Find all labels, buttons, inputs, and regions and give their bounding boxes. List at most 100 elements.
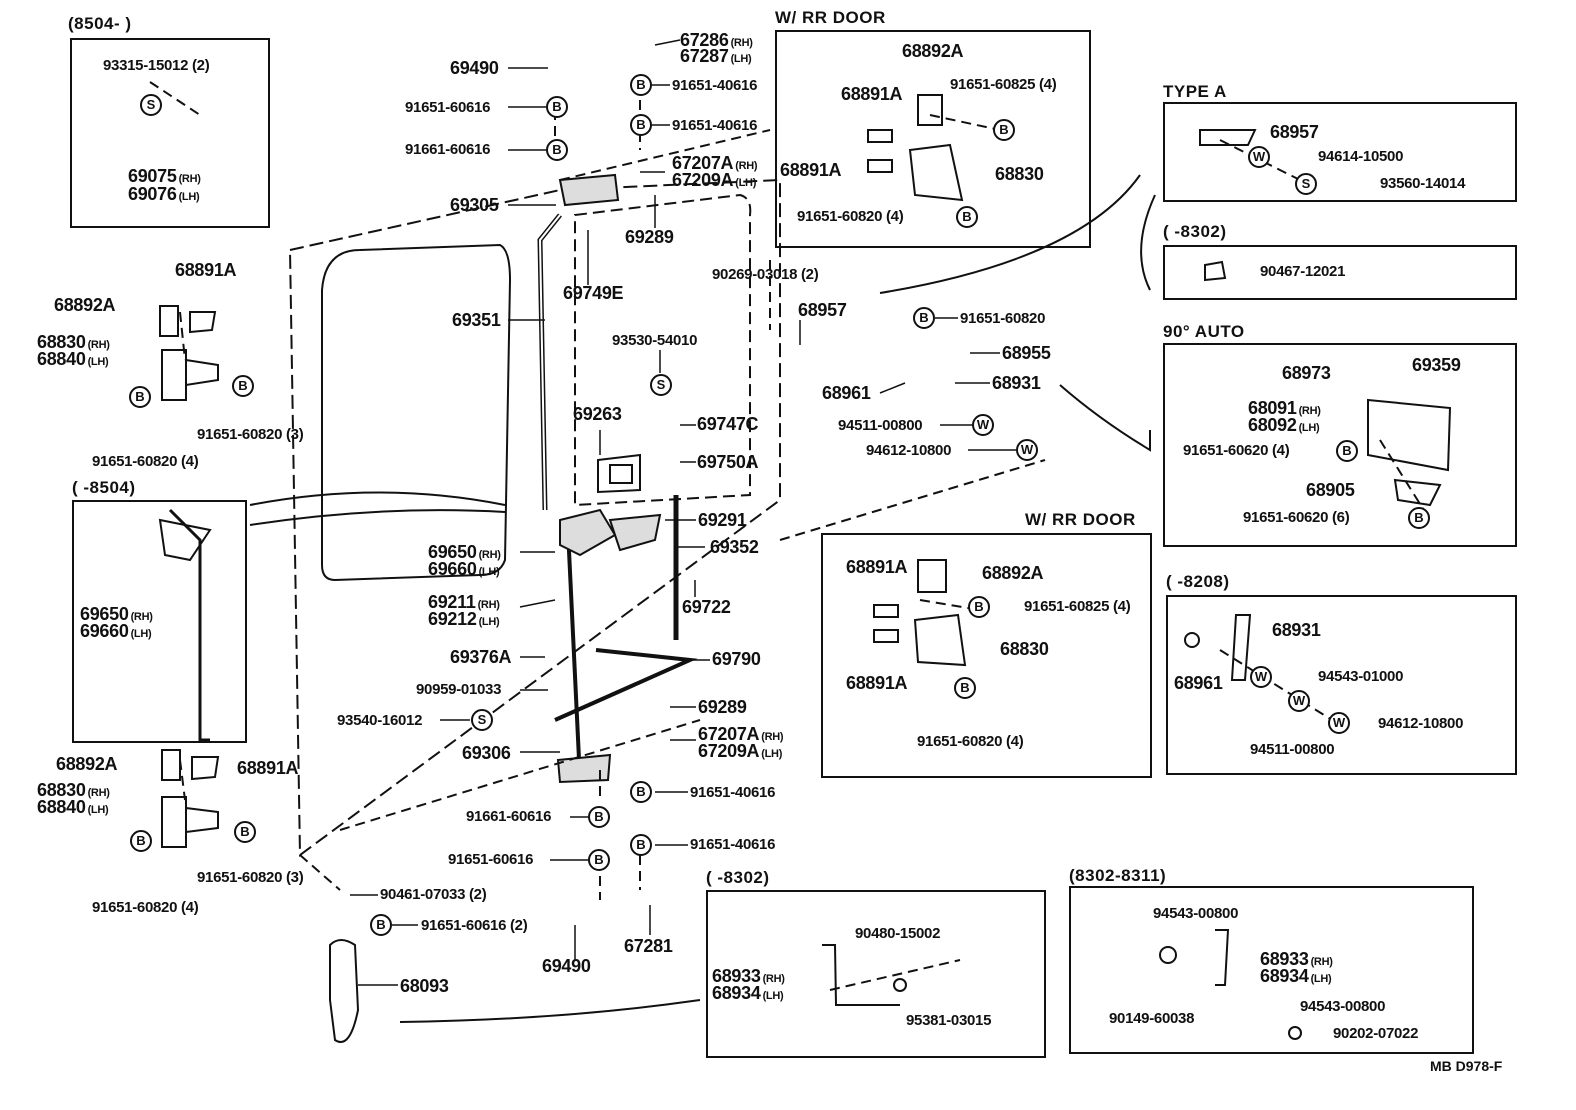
part-label: 91651-60620 (6) (1243, 509, 1350, 526)
part-label: 69749E (563, 283, 624, 303)
part-68091-box (1367, 398, 1452, 472)
symbol-s: S (1295, 173, 1317, 195)
symbol-b: B (546, 139, 568, 161)
symbol-w: W (972, 414, 994, 436)
suffix-rh: (RH) (87, 787, 110, 799)
part-label: 69790 (712, 649, 761, 669)
part-label: 69289 (625, 227, 674, 247)
part-68830-box2 (913, 613, 967, 667)
lock-upper (559, 508, 617, 557)
symbol-w: W (1248, 146, 1270, 168)
part-label: 68957 (1270, 122, 1319, 142)
hinge-leaf-68891a-bot (191, 756, 220, 781)
part-label: 94543-00800 (1153, 905, 1239, 922)
part-label: 91651-60820 (3) (197, 426, 304, 443)
hinge-68830-bot (161, 796, 187, 848)
suffix-rh: (RH) (762, 973, 785, 985)
part-label: 91651-60820 (4) (917, 733, 1024, 750)
part-label: 93560-14014 (1380, 175, 1466, 192)
part-label: 68934(LH) (712, 984, 784, 1004)
box-8302-top-title: ( -8302) (1163, 222, 1227, 241)
box-type-a-title: TYPE A (1163, 82, 1227, 101)
diagram-reference-code: MB D978-F (1430, 1058, 1503, 1074)
part-label: 90959-01033 (416, 681, 502, 698)
part-label: 67281 (624, 936, 673, 956)
symbol-b: B (968, 596, 990, 618)
part-label: 91651-60820 (3) (197, 869, 304, 886)
symbol-b: B (630, 781, 652, 803)
part-label: 68892A (982, 563, 1044, 583)
symbol-b: B (234, 821, 256, 843)
part-label: 69211(RH) (428, 593, 500, 613)
part-label: 68840(LH) (37, 797, 109, 818)
part-label: 67286(RH) (680, 31, 753, 51)
handle-69263 (597, 453, 641, 494)
part-number: 69660 (428, 559, 477, 579)
dash-14 (829, 959, 961, 991)
part-label: 91651-60616 (405, 99, 491, 116)
part-label: 91651-60820 (4) (92, 899, 199, 916)
box-8504-top-title: (8504- ) (68, 14, 132, 33)
part-number: 68933 (712, 966, 761, 986)
part-label: 68891A (780, 160, 842, 180)
suffix-rh: (RH) (761, 731, 784, 743)
hinge-plate-68892a-bot (161, 749, 181, 781)
part-68891a-box2-1 (873, 604, 899, 618)
arrow-left-to-door (249, 491, 506, 526)
suffix-rh: (RH) (1310, 956, 1333, 968)
part-label: 68892A (902, 41, 964, 61)
part-number: 68091 (1248, 398, 1297, 418)
part-label: 68955 (1002, 343, 1051, 363)
part-68892a-box2 (917, 559, 947, 593)
part-90202 (1288, 1026, 1302, 1040)
symbol-b: B (630, 834, 652, 856)
dash-3 (779, 459, 1046, 541)
box-8302-bottom (706, 890, 1046, 1058)
part-label: 94612-10800 (866, 442, 952, 459)
part-label: 68931 (1272, 620, 1321, 640)
part-label: 68961 (822, 383, 871, 403)
symbol-b: B (1408, 507, 1430, 529)
part-label: 91651-60825 (4) (1024, 598, 1131, 615)
symbol-s: S (471, 709, 493, 731)
suffix-lh: (LH) (735, 177, 757, 189)
symbol-w: W (1016, 439, 1038, 461)
suffix-rh: (RH) (1298, 405, 1321, 417)
symbol-b: B (588, 849, 610, 871)
arrow-auto (1059, 384, 1151, 452)
part-68830-box (908, 143, 964, 202)
door-window-outline (321, 243, 512, 582)
suffix-rh: (RH) (178, 173, 201, 185)
part-label: 68091(RH) (1248, 398, 1321, 419)
symbol-b: B (956, 206, 978, 228)
symbol-b: B (588, 806, 610, 828)
symbol-b: B (630, 74, 652, 96)
symbol-b: B (913, 307, 935, 329)
part-label: 68931 (992, 373, 1041, 393)
part-68905-box (1393, 478, 1442, 507)
part-number: 68092 (1248, 415, 1297, 435)
part-number: 69212 (428, 609, 477, 629)
lock-69305 (558, 173, 620, 207)
part-label: 94543-00800 (1300, 998, 1386, 1015)
part-label: 67207A(RH) (698, 725, 784, 745)
part-label: 91651-40616 (672, 77, 758, 94)
rod-68933-8311 (1215, 929, 1230, 986)
part-68891a-box2-2 (873, 629, 899, 643)
part-label: 69722 (682, 597, 731, 617)
part-label: 68933(RH) (712, 966, 785, 987)
part-label: 69075(RH) (128, 167, 201, 187)
part-90480 (893, 978, 907, 992)
box-8504-top (70, 38, 270, 228)
part-label: 67209A(LH) (698, 742, 782, 762)
part-label: 90202-07022 (1333, 1025, 1419, 1042)
part-label: 90480-15002 (855, 925, 941, 942)
suffix-lh: (LH) (730, 53, 752, 65)
part-number: 68840 (37, 797, 86, 817)
part-number: 68934 (1260, 966, 1309, 986)
part-number: 67287 (680, 46, 729, 66)
suffix-lh: (LH) (87, 804, 109, 816)
part-label: 68891A (175, 260, 237, 280)
